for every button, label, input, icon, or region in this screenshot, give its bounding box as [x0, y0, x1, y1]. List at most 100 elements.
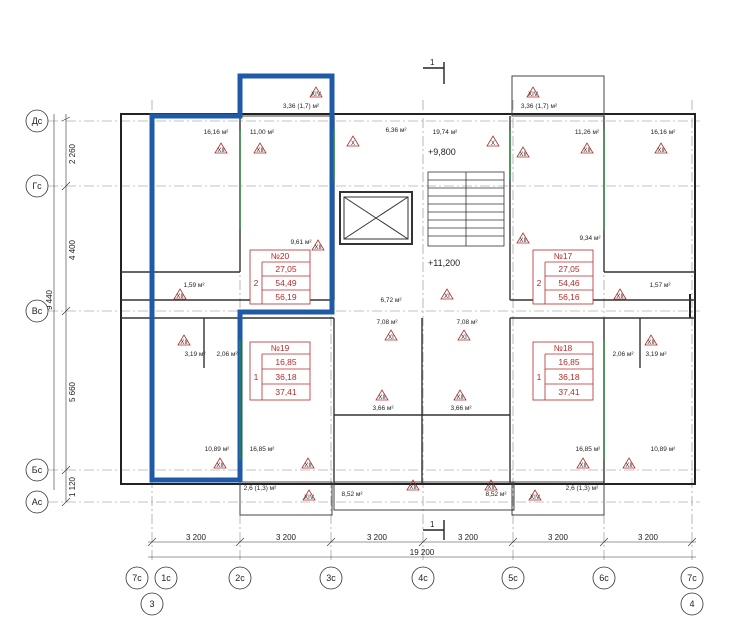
zone-xiv: XIV: [530, 495, 540, 501]
room-area: 9,34 м²: [579, 235, 601, 242]
dim-left: 2 260: [68, 143, 77, 164]
axis-labels-left: Дс Гс Вс Бс Ас: [32, 116, 43, 507]
dim-bottom: 3 200: [186, 533, 207, 542]
apartment-card-20: [249, 249, 311, 305]
room-area: 8,52 м²: [485, 491, 507, 498]
axis-label: Гс: [32, 181, 42, 191]
zone-xi: XI: [461, 335, 467, 341]
axis-bubbles-bottom: [125, 566, 704, 616]
room-area: 1,57 м²: [649, 282, 671, 289]
elevator: [339, 191, 413, 245]
zone-xii: XII: [180, 340, 188, 346]
room-area: 3,36 (1,7) м²: [521, 103, 558, 110]
dim-bottom: 3 200: [548, 533, 569, 542]
apt-area-living: 27,05: [558, 264, 580, 274]
room-area: 2,06 м²: [612, 351, 634, 358]
bottom-dimension-lines: [147, 537, 697, 558]
room-area: 11,26 м²: [575, 129, 600, 136]
apt-area-total: 54,46: [558, 278, 580, 288]
zone-xii: XII: [616, 294, 624, 300]
room-area: 16,85 м²: [250, 446, 276, 453]
apartment-card-17: [532, 249, 594, 305]
room-area: 6,72 м²: [380, 297, 402, 304]
elevation-marks: +9,800 +11,200: [428, 147, 460, 268]
dim-bottom: 3 200: [276, 533, 297, 542]
zone-xiv: XIV: [304, 495, 314, 501]
partitions: [239, 130, 605, 460]
axis-label: 4с: [418, 573, 428, 583]
room-area: 11,00 м²: [250, 129, 275, 136]
dim-left: 1 120: [68, 476, 77, 497]
room-area: 2,6 (1,3) м²: [244, 485, 277, 492]
zone-xii: XII: [519, 238, 527, 244]
zone-xii: XII: [304, 463, 312, 469]
apt-area-full: 37,41: [558, 387, 580, 397]
room-area: 9,61 м²: [290, 239, 312, 246]
axis-label: 3с: [326, 573, 336, 583]
zone-xii: XII: [256, 148, 264, 154]
dim-left: 5 660: [68, 381, 77, 402]
room-area: 3,19 м²: [184, 351, 206, 358]
zone-xii: XII: [176, 294, 184, 300]
room-area: 10,89 м²: [205, 446, 231, 453]
room-area: 1,59 м²: [183, 282, 205, 289]
axis-label: 1с: [161, 573, 171, 583]
zone-xii: XII: [519, 152, 527, 158]
apt-area-full: 56,19: [275, 292, 297, 302]
room-area: 10,89 м²: [651, 446, 677, 453]
room-area: 7,08 м²: [456, 319, 478, 326]
left-dimension-lines: [53, 114, 71, 507]
apt-area-total: 36,18: [275, 372, 297, 382]
dim-left-total: 9 440: [45, 289, 54, 310]
axis-label: 2с: [235, 573, 245, 583]
room-area: 16,16 м²: [204, 129, 230, 136]
axis-grid: [48, 100, 700, 560]
dim-bottom-total: 19 200: [410, 548, 435, 557]
zone-xii: XII: [378, 395, 386, 401]
apartment-card-19: [249, 341, 311, 401]
apt-number: №19: [271, 343, 290, 353]
apt-area-full: 37,41: [275, 387, 297, 397]
dim-left: 4 400: [68, 239, 77, 260]
dim-bottom: 3 200: [367, 533, 388, 542]
zone-xiv: XIV: [311, 92, 321, 98]
zone-xiv: XIV: [528, 92, 538, 98]
zone-xi: XI: [388, 335, 394, 341]
section-label-top: 1: [430, 58, 435, 67]
zone-xii: XII: [217, 148, 225, 154]
axis-label: Дс: [32, 116, 43, 126]
apt-rooms: 1: [254, 372, 259, 382]
zone-xii: XII: [314, 245, 322, 251]
axis-label: 6с: [599, 573, 609, 583]
elevation-top: +9,800: [428, 147, 456, 157]
circle-mark: 4: [689, 599, 694, 609]
zone-xii: XII: [456, 395, 464, 401]
room-area: 3,66 м²: [450, 405, 472, 412]
dim-bottom: 3 200: [458, 533, 479, 542]
zone-labels: XII XII XIV X X XIV XII XII XII XII XII …: [176, 92, 665, 501]
room-area: 2,6 (1,3) м²: [566, 485, 599, 492]
zone-xii: XII: [579, 463, 587, 469]
axis-bubbles-left: [25, 109, 49, 514]
apt-number: №18: [554, 343, 573, 353]
zone-xii: XII: [487, 485, 495, 491]
apt-rooms: 2: [537, 278, 542, 288]
left-dimensions: 2 260 4 400 5 660 1 120 9 440: [45, 143, 77, 497]
section-label-bottom: 1: [430, 520, 435, 529]
zone-x: X: [491, 141, 495, 147]
apartment-texts: №20 2 27,05 54,49 56,19 №17 2 27,05 54,4…: [254, 251, 580, 397]
room-area: 3,19 м²: [645, 351, 667, 358]
apt-area-full: 56,16: [558, 292, 580, 302]
axis-label: Бс: [32, 465, 43, 475]
zone-x: X: [351, 141, 355, 147]
circle-mark: 3: [149, 599, 154, 609]
apt-area-total: 54,49: [275, 278, 297, 288]
apt-area-living: 27,05: [275, 264, 297, 274]
room-area: 8,52 м²: [341, 491, 363, 498]
apt-rooms: 2: [254, 278, 259, 288]
zone-xii: XII: [647, 340, 655, 346]
zone-xii: XII: [625, 463, 633, 469]
dim-bottom: 3 200: [638, 533, 659, 542]
room-area: 3,36 (1,7) м²: [283, 103, 320, 110]
bottom-dimensions: 3 200 3 200 3 200 3 200 3 200 3 200 19 2…: [186, 533, 659, 557]
